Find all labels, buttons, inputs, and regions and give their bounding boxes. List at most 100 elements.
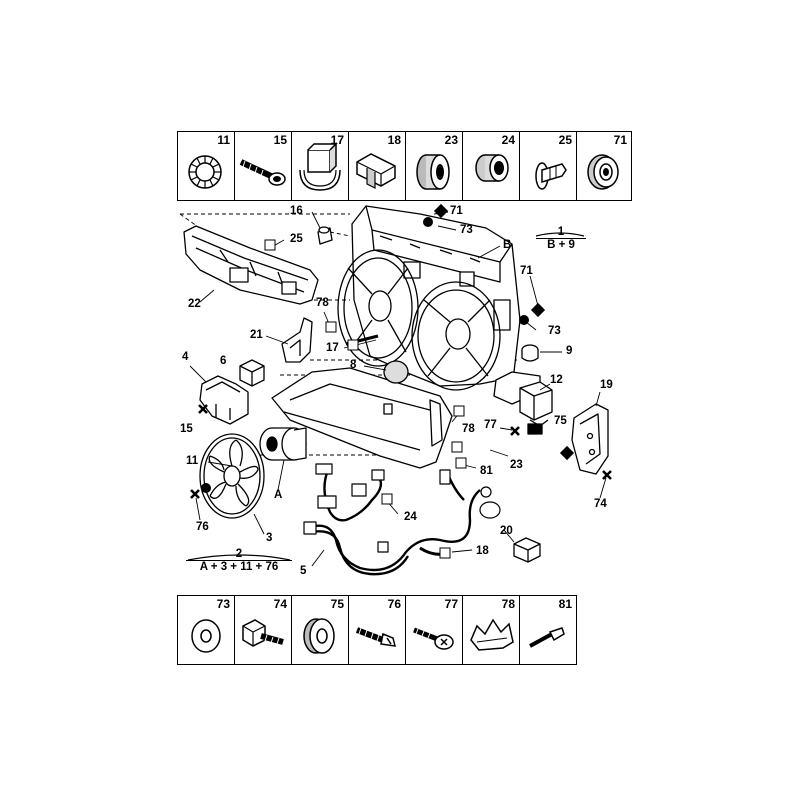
kit-label-1: 1 B + 9 <box>536 226 586 251</box>
kit-label-2: 2 A + 3 + 11 + 76 <box>186 548 292 573</box>
hw-cell-73: 73 <box>178 596 235 664</box>
fan-shroud-housing <box>337 205 541 405</box>
part-number: 75 <box>330 597 344 611</box>
kit-divider <box>186 560 292 561</box>
leader-lines <box>189 211 607 567</box>
hw-cell-23: 23 <box>406 132 463 200</box>
kit-number: 1 <box>557 226 565 238</box>
callout-8: 8 <box>350 359 357 371</box>
tapping-screw-icon <box>413 627 454 650</box>
callout-9: 9 <box>566 345 573 357</box>
callout-76: 76 <box>196 521 209 533</box>
relay-part <box>513 537 541 563</box>
callout-11: 11 <box>186 455 199 467</box>
clip-ring-icon <box>188 155 222 189</box>
hw-cell-18: 18 <box>349 132 406 200</box>
callout-71: 71 <box>450 205 463 217</box>
spring-clip-icon <box>470 618 514 651</box>
push-rivet-icon <box>535 162 567 190</box>
part-number: 23 <box>444 133 458 147</box>
part-number: 24 <box>501 133 515 147</box>
callout-73b: 73 <box>548 325 561 337</box>
relay-cube-part <box>239 359 265 387</box>
bolt-part <box>317 226 333 245</box>
callout-4: 4 <box>182 351 189 363</box>
part-number: 25 <box>558 133 572 147</box>
callout-78b: 78 <box>462 423 475 435</box>
kit-number: 2 <box>235 548 243 560</box>
bracket-part <box>281 317 313 363</box>
callout-20: 20 <box>500 525 513 537</box>
part-number: 81 <box>558 597 572 611</box>
bottom-hardware-table: 73 74 75 76 77 <box>177 595 577 665</box>
part-number: 18 <box>387 133 401 147</box>
pin-icon <box>529 627 565 648</box>
hw-cell-24: 24 <box>463 132 520 200</box>
kit-formula: A + 3 + 11 + 76 <box>199 561 279 573</box>
callout-71b: 71 <box>520 265 533 277</box>
rubber-mount-icon <box>587 154 619 190</box>
wiring-harness-part <box>307 469 481 576</box>
mounting-plate-part <box>571 403 609 475</box>
strap-clip-icon <box>299 142 341 191</box>
kit-divider <box>536 238 586 239</box>
resistor-module-part <box>519 381 553 435</box>
fan-blade-part <box>199 433 265 519</box>
callout-78: 78 <box>316 297 329 309</box>
kit-formula: B + 9 <box>547 239 575 251</box>
mount-bracket-part <box>199 375 249 425</box>
callout-A: A <box>274 489 283 501</box>
grommet-ring-icon <box>303 618 335 654</box>
part-number: 71 <box>613 133 627 147</box>
callout-21: 21 <box>250 329 263 341</box>
callout-17: 17 <box>326 342 339 354</box>
bracket-clip-icon <box>356 153 396 189</box>
cap-part <box>521 344 539 362</box>
hw-cell-17: 17 <box>292 132 349 200</box>
hw-cell-25: 25 <box>520 132 577 200</box>
callout-77: 77 <box>484 419 497 431</box>
hw-cell-71: 71 <box>577 132 631 200</box>
hw-cell-75: 75 <box>292 596 349 664</box>
bushing-icon <box>475 154 509 182</box>
flat-screw-icon <box>355 627 396 647</box>
callout-6: 6 <box>220 355 227 367</box>
callout-74: 74 <box>594 498 607 510</box>
callout-5: 5 <box>300 565 307 577</box>
part-number: 73 <box>216 597 230 611</box>
lower-panel <box>271 367 453 469</box>
hw-cell-81: 81 <box>520 596 576 664</box>
stud-clip-icon <box>242 619 284 647</box>
grommet-icon <box>416 154 450 190</box>
fan-motor-part <box>259 427 307 461</box>
washer-icon <box>191 619 221 653</box>
callout-22: 22 <box>188 298 201 310</box>
callout-75: 75 <box>554 415 567 427</box>
part-number: 76 <box>387 597 401 611</box>
callout-23: 23 <box>510 459 523 471</box>
callout-24: 24 <box>404 511 417 523</box>
hw-cell-78: 78 <box>463 596 520 664</box>
assembly-guide-lines <box>179 213 531 456</box>
callout-19: 19 <box>600 379 613 391</box>
callout-18: 18 <box>476 545 489 557</box>
screw-icon <box>239 159 286 186</box>
callout-25: 25 <box>290 233 303 245</box>
part-number: 78 <box>501 597 515 611</box>
hw-cell-77: 77 <box>406 596 463 664</box>
hw-cell-74: 74 <box>235 596 292 664</box>
callout-3: 3 <box>266 532 273 544</box>
callout-12: 12 <box>550 374 563 386</box>
symbol-markers <box>187 203 612 561</box>
callout-73: 73 <box>460 224 473 236</box>
part-number: 15 <box>273 133 287 147</box>
part-number: 74 <box>273 597 287 611</box>
hw-cell-76: 76 <box>349 596 406 664</box>
callout-16: 16 <box>290 205 303 217</box>
top-hardware-table: 11 15 17 <box>177 131 632 201</box>
plug-part <box>383 360 409 384</box>
hw-cell-11: 11 <box>178 132 235 200</box>
hw-cell-15: 15 <box>235 132 292 200</box>
part-number: 77 <box>444 597 458 611</box>
